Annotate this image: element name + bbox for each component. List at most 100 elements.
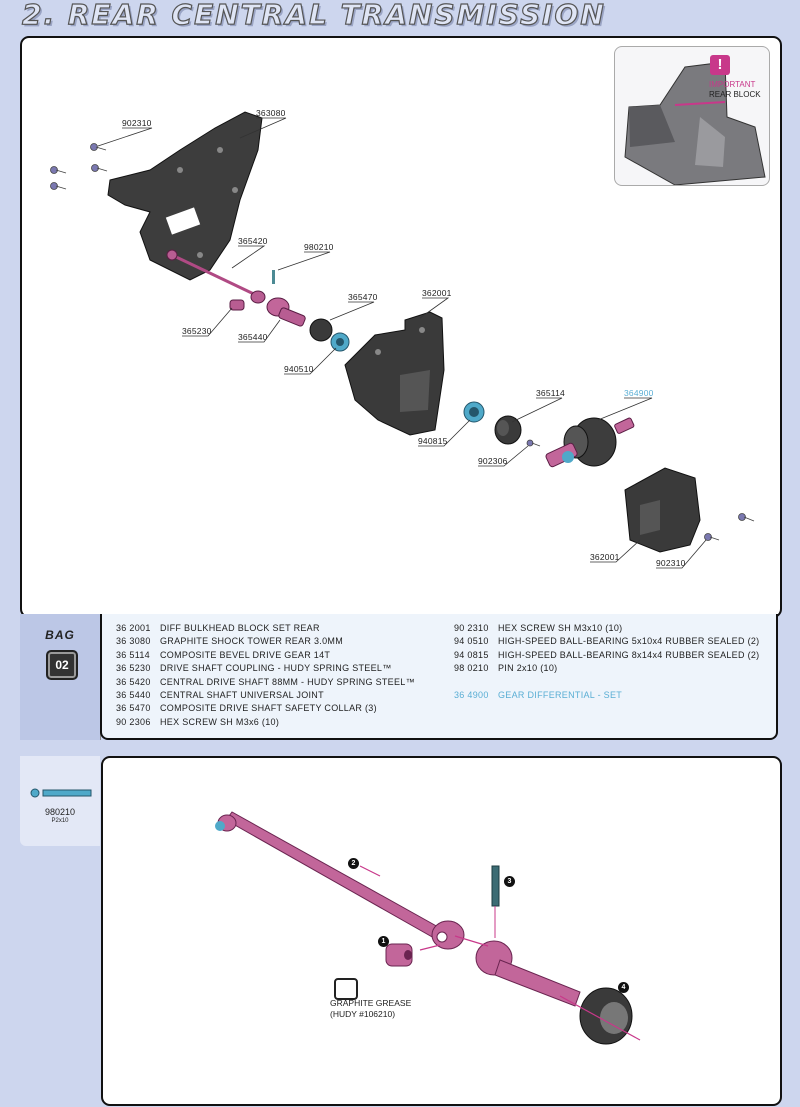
pin-code: 980210 [44,807,76,817]
drive-shaft-coupling [385,943,413,967]
parts-list-row: 36 5470 COMPOSITE DRIVE SHAFT SAFETY COLL… [116,702,415,715]
part-code: 36 5440 [116,690,151,701]
step-marker: 3 [504,876,515,887]
callout-363080: 363080 [256,108,286,118]
step-marker: 1 [378,936,389,947]
grease-name: GRAPHITE GREASE [330,998,412,1008]
universal-joint [475,940,581,1007]
pin-step [491,865,500,907]
part-code: 36 5470 [116,703,151,714]
bag-number: 02 [46,650,78,680]
exploded-view-drawing [50,111,755,569]
step-marker: 4 [618,982,629,993]
part-code: 36 2001 [116,623,151,633]
callout-902306: 902306 [478,456,508,466]
parts-list-row: 36 4900 GEAR DIFFERENTIAL - SET [454,689,759,702]
part-description: PIN 2x10 (10) [498,663,558,674]
part-code: 90 2306 [116,716,151,727]
bag-indicator: BAG 02 [20,614,101,740]
part-description: CENTRAL SHAFT UNIVERSAL JOINT [160,690,324,701]
callout-902310: 902310 [122,118,152,128]
part-description: HEX SCREW SH M3x10 (10) [498,623,623,633]
pin-icon [30,788,92,798]
parts-list-row: 36 5114 COMPOSITE BEVEL DRIVE GEAR 14T [116,649,415,662]
callout-940815: 940815 [418,436,448,446]
callout-365420: 365420 [238,236,268,246]
pin-size: P2x10 [51,818,69,824]
part-code: 36 5230 [116,663,151,674]
bevel-gear-365114 [494,415,522,445]
warning-icon: ! [710,55,730,75]
parts-list-row: 36 5420 CENTRAL DRIVE SHAFT 88MM - HUDY S… [116,676,415,689]
part-description: DRIVE SHAFT COUPLING - HUDY SPRING STEEL… [160,663,392,674]
parts-list-row: 90 2310 HEX SCREW SH M3x10 (10) [454,622,759,635]
callout-980210: 980210 [304,242,334,252]
part-description: DIFF BULKHEAD BLOCK SET REAR [160,623,320,633]
collar-365470 [309,318,333,342]
part-code: 36 3080 [116,636,151,647]
part-code: 36 5420 [116,676,151,687]
rear-block-label: REAR BLOCK [709,90,761,99]
bearing-940815 [463,401,485,423]
callout-362001-rear: 362001 [590,552,620,562]
safety-collar [579,987,633,1045]
parts-list-row: 94 0510 HIGH-SPEED BALL-BEARING 5x10x4 RU… [454,635,759,648]
part-code: 36 5114 [116,649,150,660]
callout-365470: 365470 [348,292,378,302]
parts-list-row [454,676,759,689]
coupling-365230 [229,299,245,311]
parts-list-row: 98 0210 PIN 2x10 (10) [454,662,759,675]
part-description: HEX SCREW SH M3x6 (10) [160,716,280,727]
bulkhead-362001 [344,311,445,436]
part-description: HIGH-SPEED BALL-BEARING 5x10x4 RUBBER SE… [498,636,760,647]
shock-tower-363080 [107,111,263,281]
parts-list-row: 90 2306 HEX SCREW SH M3x6 (10) [116,716,415,729]
part-code: 36 4900 [454,690,489,701]
rear-block-detail-image [624,61,766,185]
part-description: GRAPHITE SHOCK TOWER REAR 3.0MM [160,636,343,647]
central-drive-shaft [215,811,465,950]
important-label: IMPORTANT [709,80,756,89]
parts-list-row: 36 5230 DRIVE SHAFT COUPLING - HUDY SPRIN… [116,662,415,675]
callout-902310-rear: 902310 [656,558,686,568]
parts-list-row: 36 5440 CENTRAL SHAFT UNIVERSAL JOINT [116,689,415,702]
part-description: GEAR DIFFERENTIAL - SET [498,690,623,701]
assembly-drawing [215,811,641,1045]
bag-label: BAG [45,628,75,642]
callout-365440: 365440 [238,332,268,342]
part-description: COMPOSITE BEVEL DRIVE GEAR 14T [160,649,331,660]
callout-365114: 365114 [536,388,565,398]
important-inset: ! IMPORTANT REAR BLOCK [614,46,770,186]
part-description: CENTRAL DRIVE SHAFT 88MM - HUDY SPRING S… [160,676,415,687]
pin-980210 [272,270,275,284]
parts-list-row: 94 0815 HIGH-SPEED BALL-BEARING 8x14x4 RU… [454,649,759,662]
callout-365230: 365230 [182,326,212,336]
universal-joint-365440 [266,297,306,327]
part-code: 94 0510 [454,636,489,647]
step-marker: 2 [348,858,359,869]
grease-text: GRAPHITE GREASE (HUDY #106210) [330,998,411,1020]
callout-940510: 940510 [284,364,314,374]
part-description: HIGH-SPEED BALL-BEARING 8x14x4 RUBBER SE… [498,649,760,660]
part-description: COMPOSITE DRIVE SHAFT SAFETY COLLAR (3) [160,703,377,714]
pin-reference-card: 980210 P2x10 [20,756,100,846]
part-code: 98 0210 [454,663,489,674]
drive-shaft-365420 [166,249,266,304]
grease-part-number: (HUDY #106210) [330,1009,396,1019]
gear-differential-364900 [545,417,635,468]
bearing-940510 [330,332,350,352]
part-code: 94 0815 [454,649,489,660]
callout-362001-bulkhead: 362001 [422,288,452,298]
grease-jar-icon [334,978,358,1000]
parts-list-row: 36 3080 GRAPHITE SHOCK TOWER REAR 3.0MM [116,635,415,648]
parts-list-left: 36 2001 DIFF BULKHEAD BLOCK SET REAR 36 30… [116,622,415,729]
callout-364900: 364900 [624,388,654,398]
part-code: 90 2310 [454,623,489,633]
rear-block-362001 [624,467,701,553]
screws-902310 [50,143,755,541]
important-note: IMPORTANT REAR BLOCK [709,80,761,100]
parts-list-row: 36 2001 DIFF BULKHEAD BLOCK SET REAR [116,622,415,635]
parts-list: 36 2001 DIFF BULKHEAD BLOCK SET REAR 36 30… [100,614,778,740]
page-title: 2. REAR CENTRAL TRANSMISSION [21,0,606,32]
